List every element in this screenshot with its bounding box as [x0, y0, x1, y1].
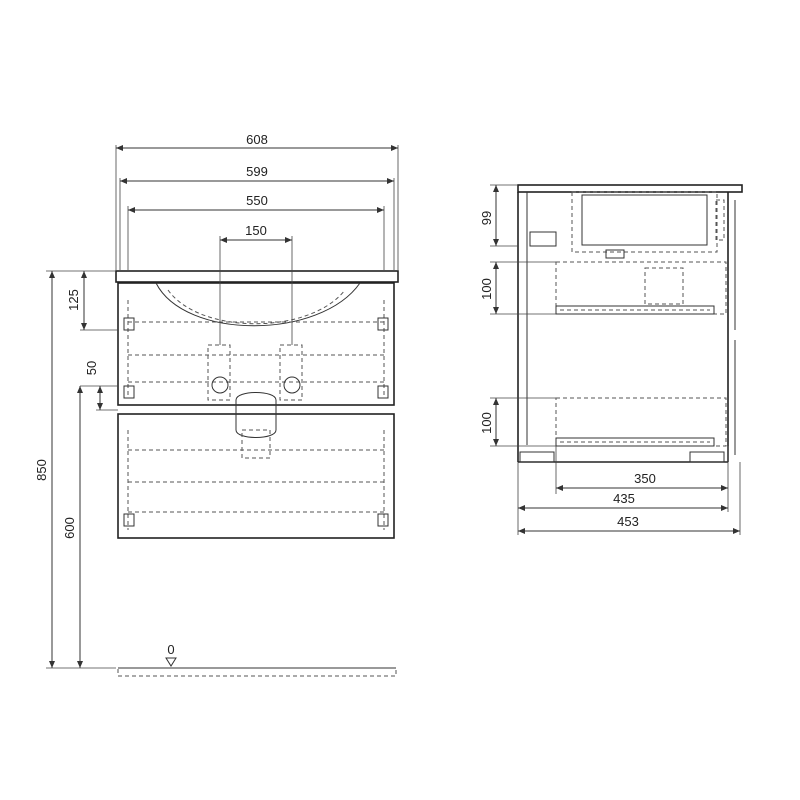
label-150: 150 [245, 223, 267, 238]
side-countertop [517, 184, 743, 193]
label-floor-zero: 0 [167, 642, 174, 657]
label-350: 350 [634, 471, 656, 486]
label-599: 599 [246, 164, 268, 179]
drain-pipe-left [207, 344, 231, 401]
side-basin [571, 191, 718, 253]
label-608: 608 [246, 132, 268, 147]
basin-inner-outline [167, 289, 346, 325]
siphon [235, 392, 277, 438]
front-view: 608 599 550 150 850 125 50 600 0 [34, 132, 399, 677]
floor-line [117, 667, 397, 677]
countertop [115, 270, 399, 283]
drain-pipe-right [279, 344, 303, 401]
label-435: 435 [613, 491, 635, 506]
basin-outline [155, 282, 361, 327]
side-drawer-bottom [555, 397, 727, 447]
side-view: 99 100 100 350 435 453 [479, 184, 743, 535]
label-850: 850 [34, 459, 49, 481]
side-drawer-top [555, 261, 727, 315]
label-600: 600 [62, 517, 77, 539]
side-hinge [529, 231, 557, 247]
label-50: 50 [84, 361, 99, 375]
label-100-top: 100 [479, 278, 494, 300]
bottom-drawer [117, 413, 395, 539]
top-drawer [117, 282, 395, 406]
floor-marker-triangle [165, 657, 177, 667]
label-100-bottom: 100 [479, 412, 494, 434]
label-125: 125 [66, 289, 81, 311]
label-99: 99 [479, 211, 494, 225]
label-550: 550 [246, 193, 268, 208]
label-453: 453 [617, 514, 639, 529]
